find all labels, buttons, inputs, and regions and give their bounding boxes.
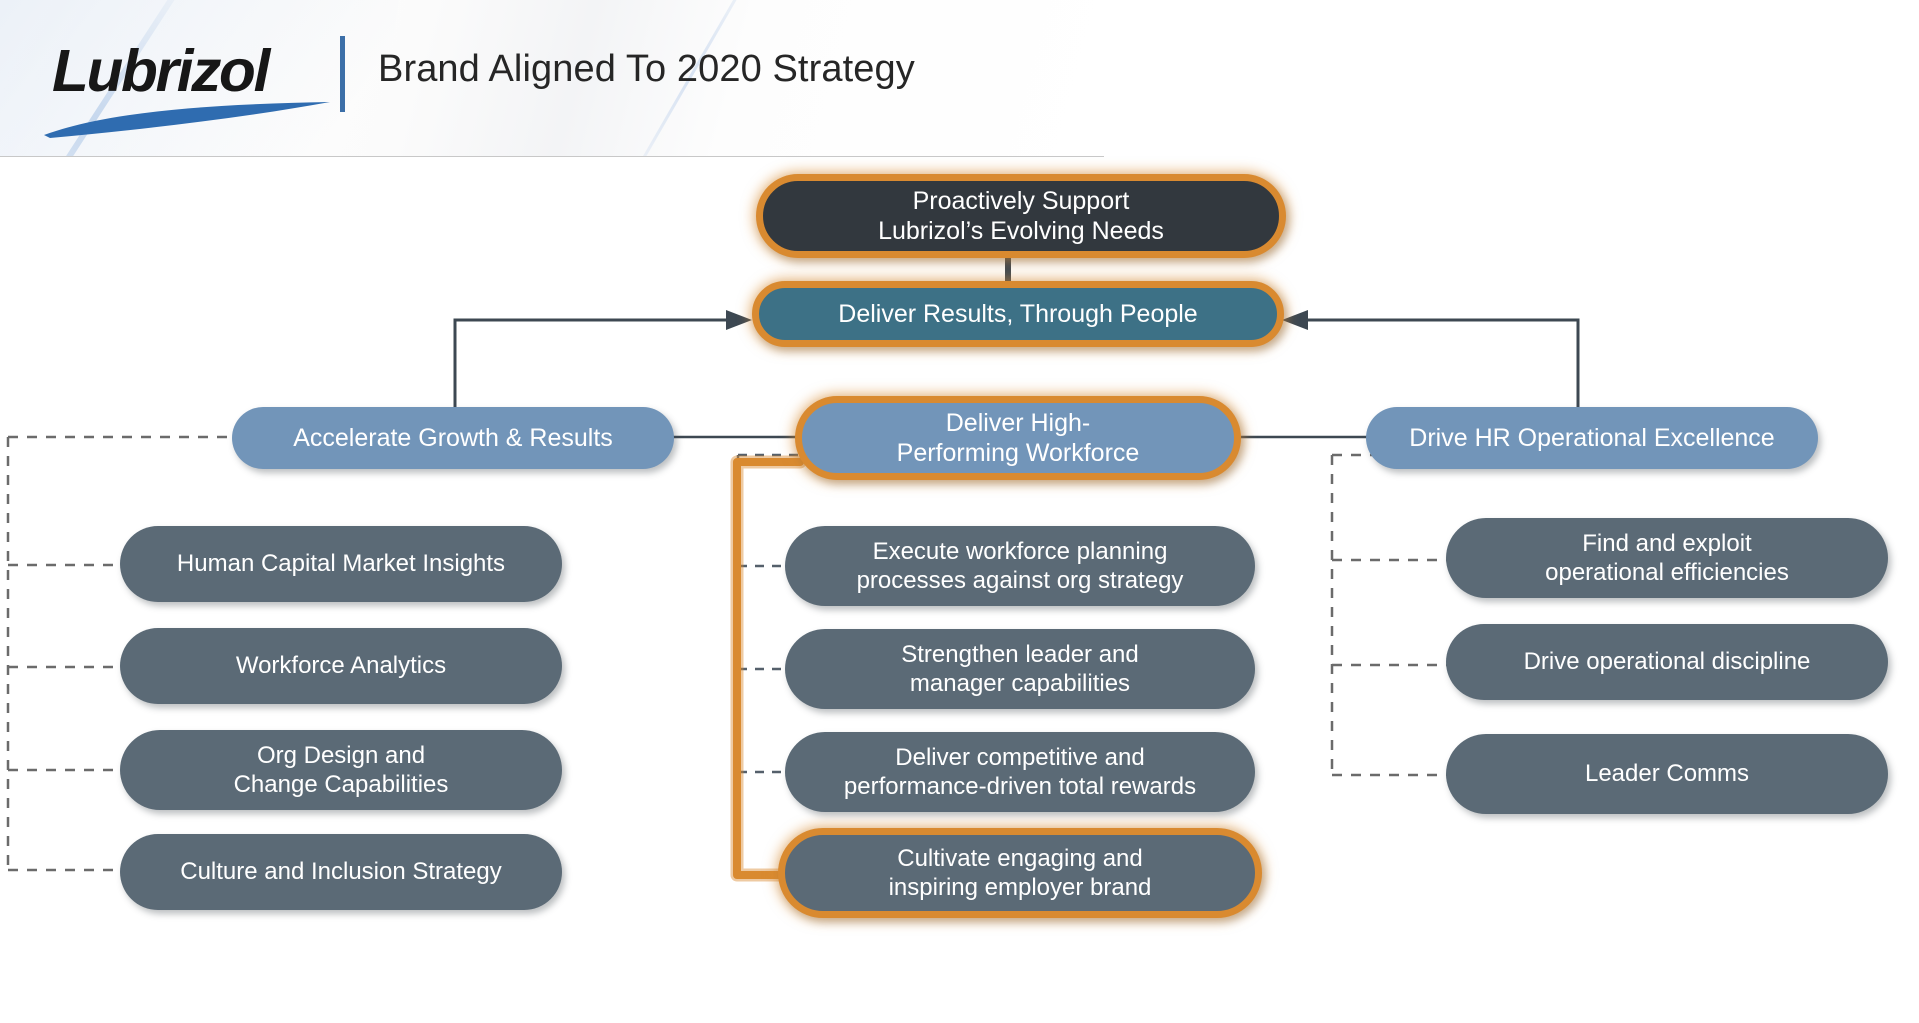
node-strengthen-leader-manager-capabilities[interactable]: Strengthen leader and manager capabiliti… xyxy=(785,629,1255,709)
node-org-design-change-capabilities[interactable]: Org Design and Change Capabilities xyxy=(120,730,562,810)
node-leader-comms[interactable]: Leader Comms xyxy=(1446,734,1888,814)
node-deliver-high-performing-workforce[interactable]: Deliver High- Performing Workforce xyxy=(795,396,1241,480)
node-workforce-analytics[interactable]: Workforce Analytics xyxy=(120,628,562,704)
logo-divider xyxy=(340,36,345,112)
node-execute-workforce-planning[interactable]: Execute workforce planning processes aga… xyxy=(785,526,1255,606)
node-proactively-support[interactable]: Proactively Support Lubrizol’s Evolving … xyxy=(756,174,1286,258)
logo-swoosh-icon xyxy=(44,102,330,138)
node-drive-operational-discipline[interactable]: Drive operational discipline xyxy=(1446,624,1888,700)
node-drive-hr-operational-excellence[interactable]: Drive HR Operational Excellence xyxy=(1366,407,1818,469)
page-title: Brand Aligned To 2020 Strategy xyxy=(378,48,915,90)
node-deliver-results-through-people[interactable]: Deliver Results, Through People xyxy=(752,281,1284,347)
lubrizol-logo: Lubrizol xyxy=(44,42,330,138)
node-find-exploit-operational-efficiencies[interactable]: Find and exploit operational efficiencie… xyxy=(1446,518,1888,598)
node-human-capital-market-insights[interactable]: Human Capital Market Insights xyxy=(120,526,562,602)
node-accelerate-growth-results[interactable]: Accelerate Growth & Results xyxy=(232,407,674,469)
node-deliver-competitive-total-rewards[interactable]: Deliver competitive and performance-driv… xyxy=(785,732,1255,812)
logo-wordmark: Lubrizol xyxy=(52,38,270,104)
slide-header: Lubrizol Brand Aligned To 2020 Strategy xyxy=(0,0,1104,157)
node-cultivate-engaging-employer-brand[interactable]: Cultivate engaging and inspiring employe… xyxy=(778,828,1262,918)
node-culture-inclusion-strategy[interactable]: Culture and Inclusion Strategy xyxy=(120,834,562,910)
